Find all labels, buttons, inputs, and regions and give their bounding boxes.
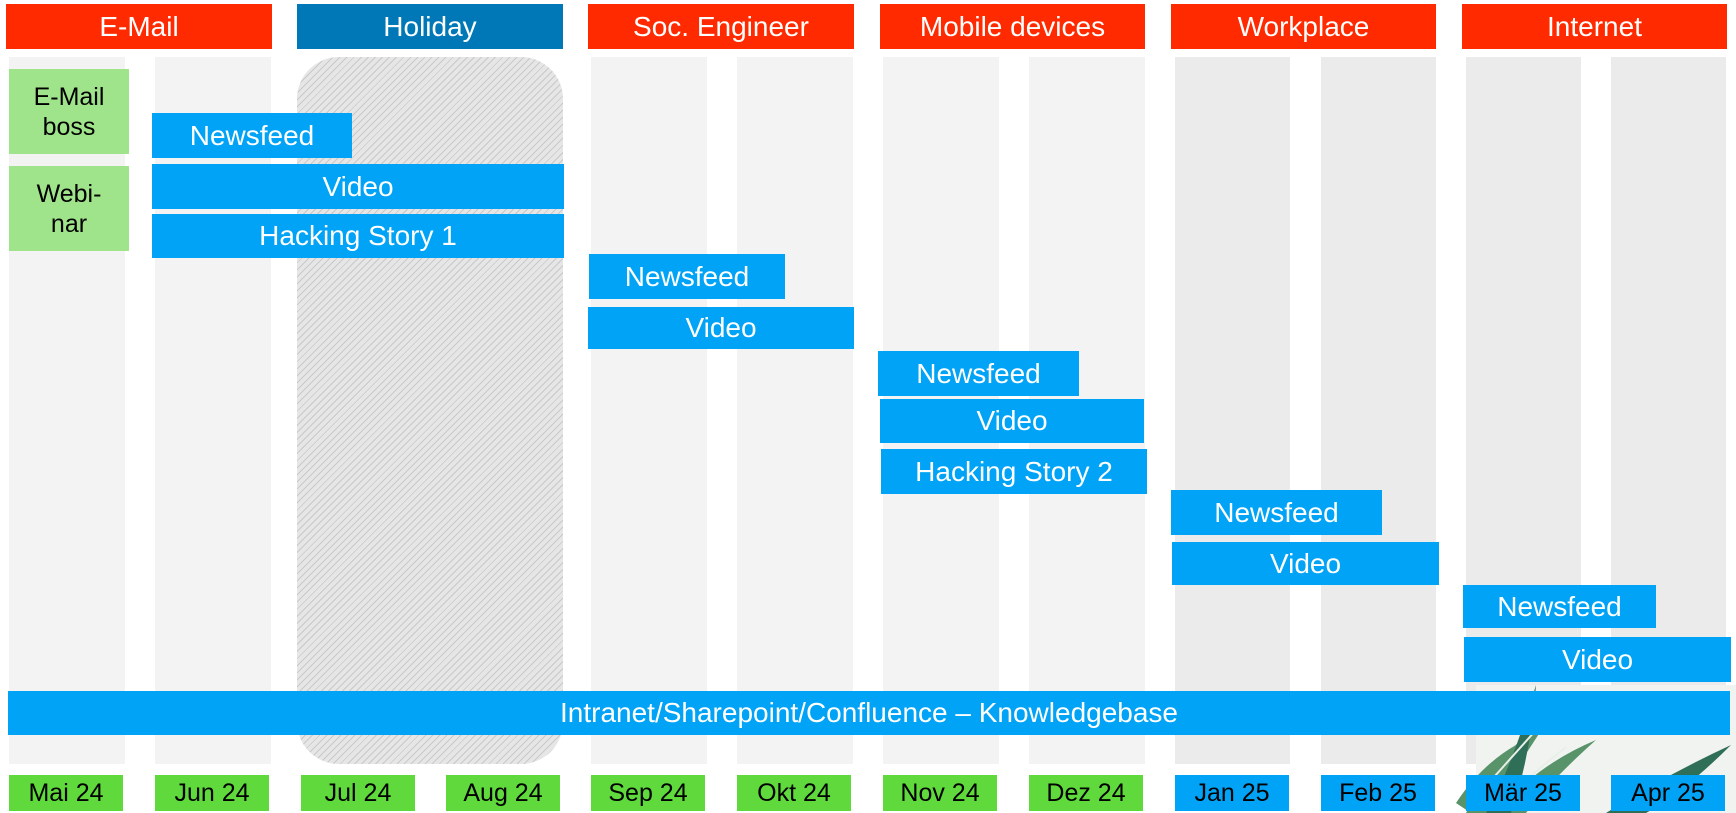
month-label-sep-24: Sep 24	[591, 775, 705, 811]
soc-engineer-newsfeed-bar: Newsfeed	[589, 254, 785, 299]
email-boss-line2: boss	[42, 112, 96, 141]
knowledgebase-bar: Intranet/Sharepoint/Confluence – Knowled…	[8, 691, 1730, 735]
month-column	[1175, 57, 1290, 764]
month-label-okt-24: Okt 24	[737, 775, 851, 811]
month-label-jun-24: Jun 24	[155, 775, 269, 811]
mobile-newsfeed-bar: Newsfeed	[878, 351, 1079, 396]
month-label-mai-24: Mai 24	[9, 775, 123, 811]
internet-video-bar: Video	[1464, 637, 1731, 682]
webinar-line1: Webi-	[36, 179, 102, 208]
month-column	[591, 57, 707, 764]
soc-engineer-video-bar: Video	[588, 307, 854, 349]
webinar-line2: nar	[50, 209, 88, 238]
topic-header-internet: Internet	[1462, 4, 1727, 49]
webinar-box: Webi- nar	[9, 166, 129, 251]
month-label-mar-25: Mär 25	[1466, 775, 1580, 811]
workplace-video-bar: Video	[1172, 542, 1439, 585]
month-label-apr-25: Apr 25	[1611, 775, 1725, 811]
topic-header-workplace: Workplace	[1171, 4, 1436, 49]
hacking-story-1-bar: Hacking Story 1	[152, 214, 564, 258]
email-boss-line1: E-Mail	[33, 82, 105, 111]
month-label-nov-24: Nov 24	[883, 775, 997, 811]
email-video-bar: Video	[152, 164, 564, 209]
month-column	[737, 57, 853, 764]
month-column	[9, 57, 125, 764]
topic-header-holiday: Holiday	[297, 4, 563, 49]
month-label-jan-25: Jan 25	[1175, 775, 1289, 811]
hacking-story-2-bar: Hacking Story 2	[881, 449, 1147, 494]
email-boss-box: E-Mail boss	[9, 69, 129, 154]
topic-header-soc-engineer: Soc. Engineer	[588, 4, 854, 49]
month-label-dez-24: Dez 24	[1029, 775, 1143, 811]
topic-header-mobile-devices: Mobile devices	[880, 4, 1145, 49]
mobile-video-bar: Video	[880, 399, 1144, 443]
month-column	[1321, 57, 1436, 764]
email-newsfeed-bar: Newsfeed	[152, 113, 352, 158]
topic-header-email: E-Mail	[6, 4, 272, 49]
month-label-jul-24: Jul 24	[301, 775, 415, 811]
internet-newsfeed-bar: Newsfeed	[1463, 585, 1656, 628]
month-label-feb-25: Feb 25	[1321, 775, 1435, 811]
month-label-aug-24: Aug 24	[446, 775, 560, 811]
workplace-newsfeed-bar: Newsfeed	[1171, 490, 1382, 535]
